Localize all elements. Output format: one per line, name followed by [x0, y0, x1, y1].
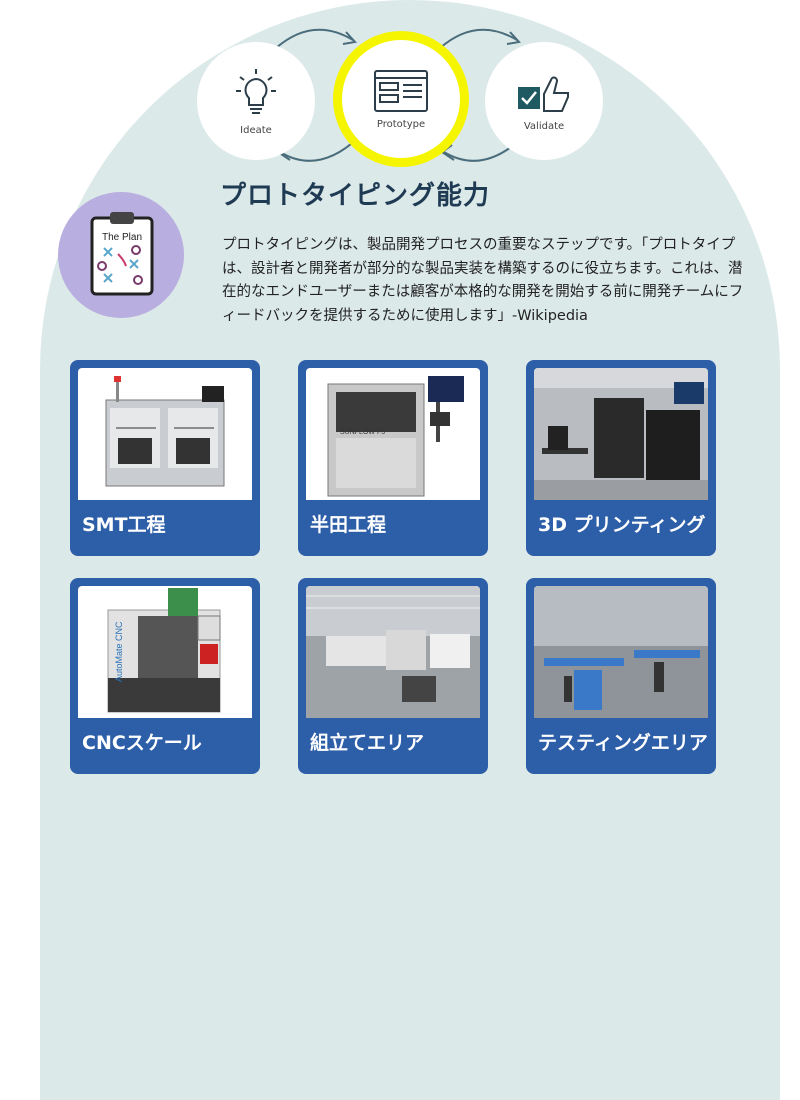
card-label: CNCスケール: [82, 732, 202, 754]
card-assembly: 組立てエリア: [298, 578, 488, 774]
card-smt: SMT工程: [70, 360, 260, 556]
card-label: テスティングエリア: [538, 732, 708, 754]
page-title: プロトタイピング能力: [220, 181, 491, 211]
cnc-machine-photo: AutoMate CNC: [78, 586, 252, 718]
card-cnc: AutoMate CNC CNCスケール: [70, 578, 260, 774]
check-thumbs-up-icon: [518, 76, 569, 112]
soldering-machine-photo: SUNFLOW F5: [306, 368, 480, 500]
card-label: 半田工程: [310, 514, 387, 536]
assembly-area-photo: [306, 586, 480, 718]
arrow-ideate-to-prototype: [275, 28, 357, 49]
card-label: 3D プリンティング: [538, 514, 706, 536]
step-prototype: Prototype: [342, 40, 460, 158]
description-text: プロトタイピングは、製品開発プロセスの重要なステップです。「プロトタイプは、設計…: [222, 237, 744, 324]
cnc-brand-text: AutoMate CNC: [114, 621, 124, 682]
clipboard-plan-icon: The Plan: [90, 212, 154, 296]
wireframe-icon: [374, 69, 428, 112]
lightbulb-icon: [236, 68, 276, 114]
card-label: 組立てエリア: [310, 732, 425, 754]
card-3d-printing: 3D プリンティング: [526, 360, 716, 556]
step-validate: Validate: [485, 42, 603, 160]
testing-area-photo: [534, 586, 708, 718]
step-label: Validate: [523, 120, 565, 132]
smt-machine-photo: [78, 368, 252, 500]
step-label: Ideate: [240, 124, 272, 136]
3d-printers-photo: [534, 368, 708, 500]
arrow-prototype-to-validate: [439, 28, 521, 49]
card-soldering: SUNFLOW F5 半田工程: [298, 360, 488, 556]
step-label: Prototype: [376, 118, 426, 130]
step-ideate: Ideate: [197, 42, 315, 160]
plan-icon-circle: The Plan: [58, 192, 184, 318]
card-testing: テスティングエリア: [526, 578, 716, 774]
card-label: SMT工程: [82, 514, 166, 536]
machine-brand-text: SUNFLOW F5: [340, 429, 385, 436]
plan-label: The Plan: [102, 232, 142, 243]
